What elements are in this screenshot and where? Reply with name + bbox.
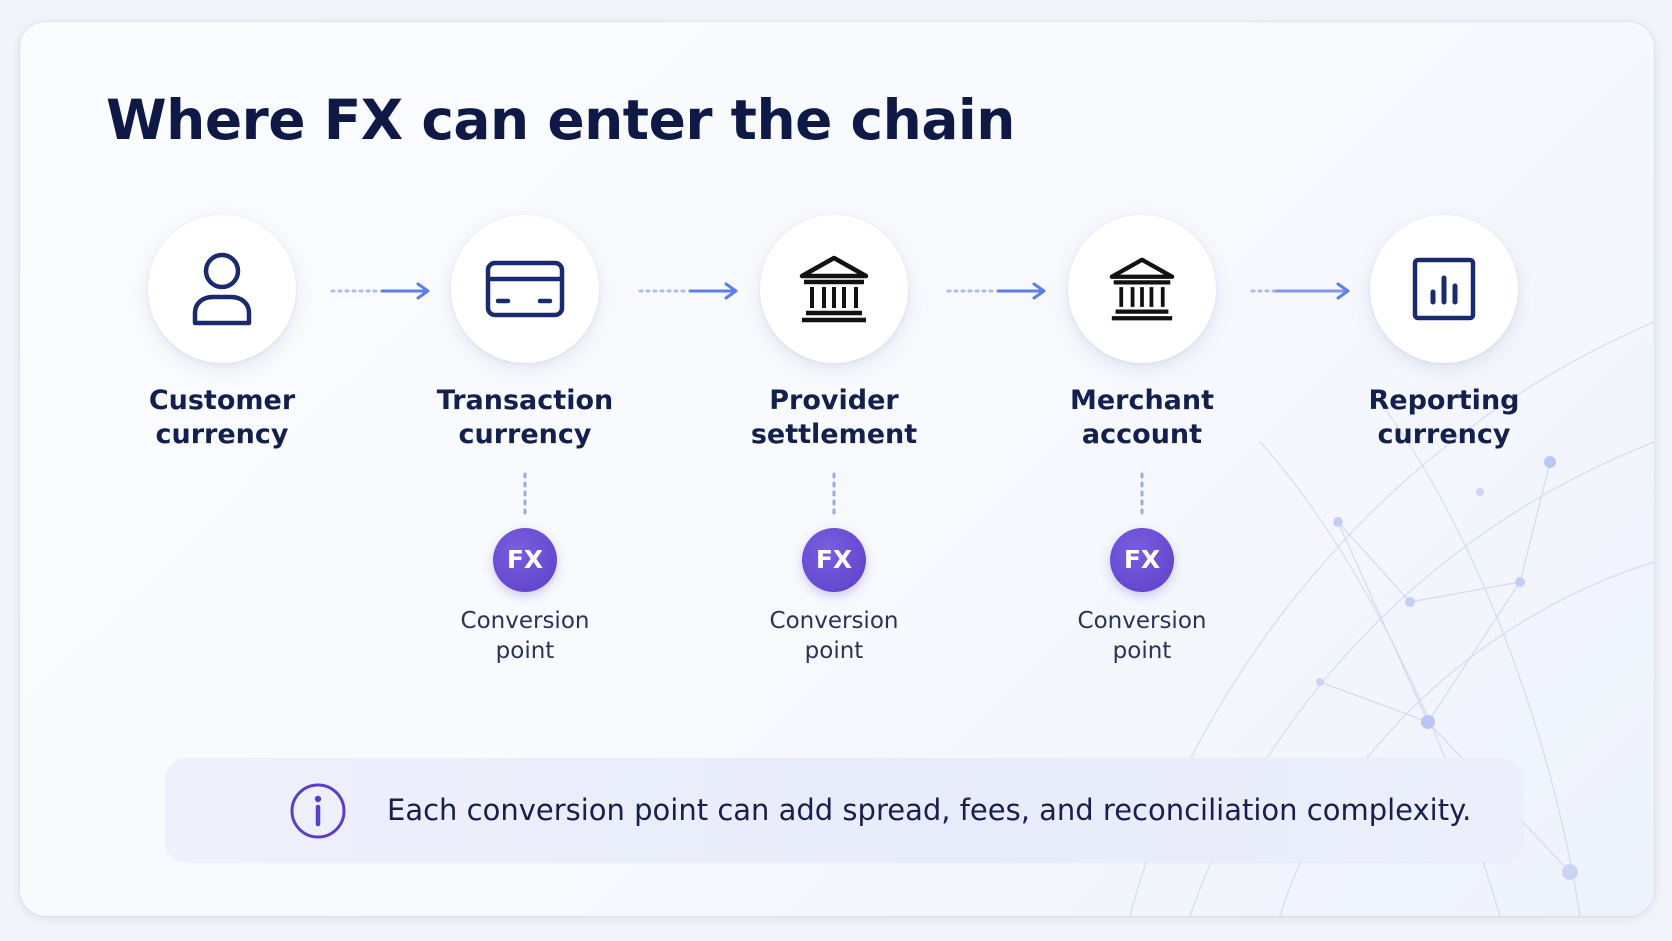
stage-label: Reporting currency bbox=[1368, 385, 1520, 450]
stage-label: Provider settlement bbox=[750, 385, 918, 450]
fx-caption: Conversion point bbox=[769, 608, 899, 664]
fx-badge: FX bbox=[493, 528, 557, 592]
user-icon bbox=[192, 252, 252, 326]
bank-icon bbox=[799, 255, 869, 323]
stage-label: Transaction currency bbox=[436, 385, 614, 450]
credit-card-icon bbox=[485, 260, 565, 318]
info-icon bbox=[290, 783, 346, 839]
stage-node bbox=[1068, 215, 1216, 363]
flow-arrow bbox=[638, 282, 738, 300]
flow-arrow bbox=[1250, 282, 1350, 300]
flow-arrow bbox=[330, 282, 430, 300]
info-note: Each conversion point can add spread, fe… bbox=[165, 758, 1523, 862]
fx-badge: FX bbox=[1110, 528, 1174, 592]
dotted-connector bbox=[523, 472, 527, 516]
stage-node bbox=[1370, 215, 1518, 363]
note-text: Each conversion point can add spread, fe… bbox=[387, 793, 1472, 827]
stage-node bbox=[148, 215, 296, 363]
fx-badge: FX bbox=[802, 528, 866, 592]
fx-caption: Conversion point bbox=[460, 608, 590, 664]
flow-arrow bbox=[946, 282, 1046, 300]
stage-label: Customer currency bbox=[148, 385, 296, 450]
slide-card: Where FX can enter the chain Customer cu… bbox=[20, 22, 1654, 916]
dotted-connector bbox=[832, 472, 836, 516]
stage-node bbox=[451, 215, 599, 363]
fx-caption: Conversion point bbox=[1077, 608, 1207, 664]
page-title: Where FX can enter the chain bbox=[106, 88, 1015, 152]
stage-node bbox=[760, 215, 908, 363]
bank-icon bbox=[1109, 257, 1175, 321]
stage-label: Merchant account bbox=[1069, 385, 1215, 450]
bar-chart-icon bbox=[1412, 257, 1476, 321]
dotted-connector bbox=[1140, 472, 1144, 516]
